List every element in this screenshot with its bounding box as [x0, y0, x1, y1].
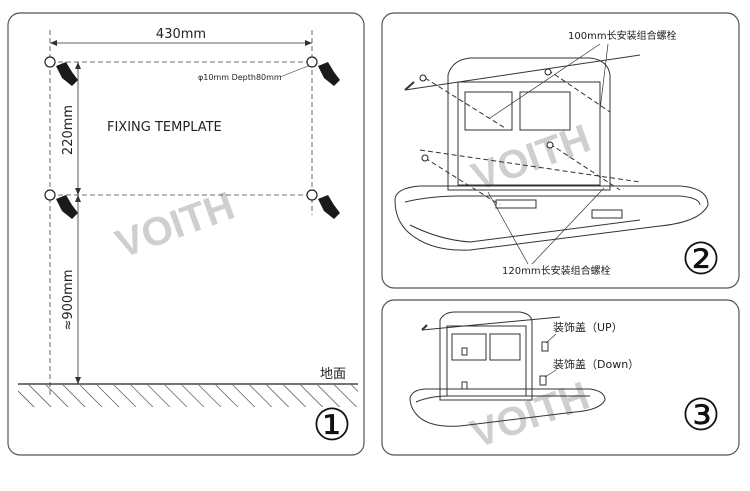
cap-down-label: 装饰盖（Down） — [553, 357, 639, 371]
cap-up-leader — [545, 333, 557, 344]
hole-bottom-right — [306, 189, 318, 201]
height-dimension-label: 220mm — [61, 105, 76, 155]
washer — [419, 74, 427, 82]
panel-bolt-installation: VOITH 100mm长安装组合螺栓 — [381, 12, 740, 289]
hole-top-left — [44, 56, 56, 68]
bolt-top-label: 100mm长安装组合螺栓 — [568, 29, 677, 42]
step-number-3: ③ — [681, 390, 720, 441]
floor-hatch — [18, 385, 358, 407]
cap-up-label: 装饰盖（UP） — [553, 320, 623, 334]
cap-down-leader — [544, 369, 557, 378]
hole-top-right — [306, 56, 318, 68]
bolt-bottom-leader — [487, 191, 529, 265]
bolts — [404, 54, 641, 206]
panel-decorative-caps: VOITH 装饰盖（UP） 装饰盖（Down） ③ — [381, 299, 740, 457]
cap-up — [541, 341, 549, 352]
washer — [544, 68, 552, 76]
washer — [546, 141, 554, 149]
floor-label: 地面 — [320, 367, 346, 382]
panel-3-frame — [381, 299, 740, 456]
cap-down — [461, 381, 468, 390]
width-dimension-label: 430mm — [156, 27, 206, 42]
panel-fixing-template: VOITH 430mm 220mm ≈900mm φ10mm Depth80mm… — [7, 12, 365, 456]
step-number-1: ① — [312, 400, 351, 451]
changing-table-small-illustration — [409, 311, 606, 427]
bolt-bottom-label: 120mm长安装组合螺栓 — [502, 264, 611, 277]
hole-spec-leader — [279, 65, 309, 78]
bolt-bottom-leader — [531, 187, 605, 265]
bolt-top-leader — [599, 43, 609, 111]
bolt-top-leader — [489, 43, 601, 119]
floor-dimension-label: ≈900mm — [61, 269, 76, 330]
step-number-2: ② — [681, 234, 720, 285]
cap-down — [539, 375, 547, 386]
changing-table-illustration — [394, 57, 709, 251]
template-label: FIXING TEMPLATE — [107, 120, 222, 135]
washer — [421, 154, 429, 162]
hole-spec-label: φ10mm Depth80mm — [198, 73, 282, 82]
panel-1-frame — [7, 12, 365, 456]
cap-up — [461, 347, 468, 356]
hole-bottom-left — [44, 189, 56, 201]
